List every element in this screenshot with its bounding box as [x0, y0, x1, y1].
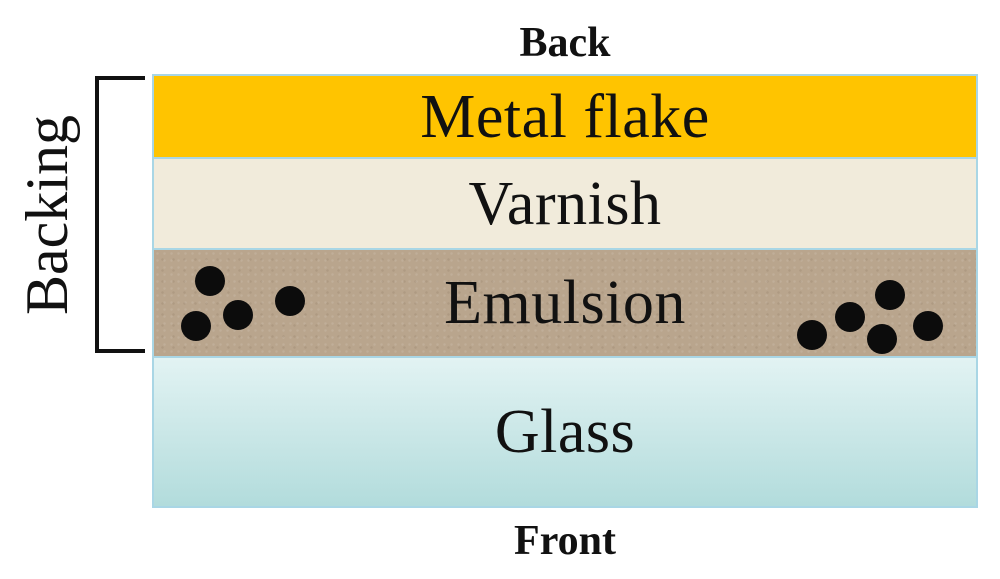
layer-glass: Glass	[154, 358, 976, 506]
layer-label-emulsion: Emulsion	[444, 269, 686, 337]
silver-grain	[867, 324, 897, 354]
backing-label: Backing	[14, 115, 80, 315]
silver-grain	[835, 302, 865, 332]
layer-metal-flake: Metal flake	[154, 76, 976, 159]
silver-grain	[195, 266, 225, 296]
front-label: Front	[514, 518, 616, 564]
layer-label-varnish: Varnish	[468, 169, 662, 238]
layer-label-metal-flake: Metal flake	[420, 82, 710, 151]
silver-grain	[181, 311, 211, 341]
silver-grain	[875, 280, 905, 310]
layer-label-glass: Glass	[494, 398, 636, 466]
silver-grain	[913, 311, 943, 341]
silver-grain	[275, 286, 305, 316]
layer-stack: Metal flake Varnish Emulsion Glass	[152, 74, 978, 508]
silver-grain	[223, 300, 253, 330]
layer-varnish: Varnish	[154, 159, 976, 250]
back-label: Back	[519, 20, 611, 66]
backing-bracket	[95, 76, 145, 353]
silver-grain	[797, 320, 827, 350]
layer-emulsion: Emulsion	[154, 250, 976, 358]
